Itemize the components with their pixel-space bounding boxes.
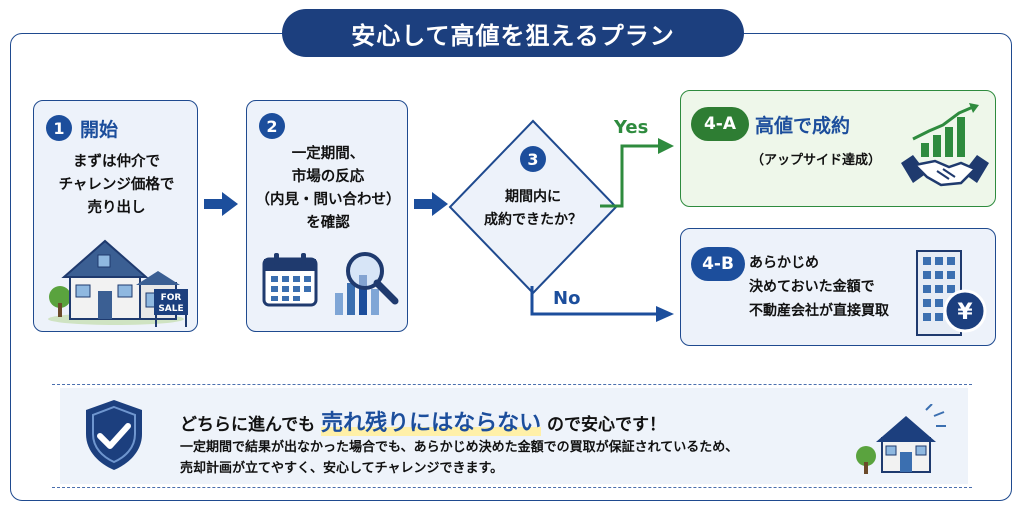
calendar-icon: [262, 253, 318, 307]
outcome-b-line: あらかじめ: [749, 255, 819, 271]
message-lead-post: ので安心です！: [547, 415, 667, 435]
for-sale-sign-text: SALE: [158, 304, 183, 314]
step-1-card: 1 開始 まずは仲介で チャレンジ価格で 売り出し FOR SALE: [33, 100, 198, 332]
step-2-line: を確認: [306, 215, 350, 231]
step-2-line: （内見・問い合わせ）: [255, 192, 401, 208]
no-label: No: [553, 288, 581, 309]
outcome-b-text: あらかじめ 決めておいた金額で 不動産会社が直接買取: [749, 251, 889, 323]
yes-label: Yes: [614, 117, 649, 138]
outcome-b-badge: 4-B: [691, 247, 745, 281]
outcome-b-line: 不動産会社が直接買取: [749, 303, 889, 319]
step-3-number: 3: [520, 146, 546, 172]
message-highlight: 売れ残りにはならない: [321, 411, 542, 436]
step-3-line: 期間内に: [505, 189, 561, 205]
step-2-number: 2: [259, 113, 285, 139]
outcome-b-line: 決めておいた金額で: [749, 279, 875, 295]
yen-symbol: ¥: [957, 300, 973, 325]
message-headline: どちらに進んでも 売れ残りにはならない ので安心です！: [180, 405, 666, 437]
house-tree-icon: [856, 404, 946, 474]
step-2-card: 2 一定期間、 市場の反応 （内見・問い合わせ） を確認: [246, 100, 408, 332]
message-body: 一定期間で結果が出なかった場合でも、あらかじめ決めた金額での買取が保証されている…: [180, 437, 738, 479]
shield-check-icon: [86, 400, 142, 470]
house-for-sale-icon: FOR SALE: [48, 239, 188, 327]
arrow-right-icon: [414, 192, 448, 216]
outcome-a-title: 高値で成約: [755, 115, 851, 137]
step-3-line: 成約できたか？: [484, 212, 582, 228]
building-yen-icon: ¥: [916, 250, 987, 336]
outcome-a-badge: 4-A: [691, 107, 749, 141]
arrow-right-icon: [204, 192, 238, 216]
message-body-line: 売却計画が立てやすく、安心してチャレンジできます。: [180, 461, 504, 476]
for-sale-sign-text: FOR: [161, 293, 182, 303]
divider-bottom: [52, 487, 972, 488]
handshake-growth-icon: [901, 103, 989, 187]
message-panel: [60, 388, 968, 484]
outcome-b-card: 4-B あらかじめ 決めておいた金額で 不動産会社が直接買取 ¥: [680, 228, 996, 346]
step-3-text: 期間内に 成約できたか？: [470, 186, 596, 232]
outcome-a-sub: （アップサイド達成）: [750, 153, 881, 168]
no-connector: [530, 286, 674, 322]
step-1-title: 開始: [80, 119, 119, 141]
step-1-line: まずは仲介で: [73, 154, 160, 170]
divider-top: [52, 384, 972, 385]
page-title: 安心して高値を狙えるプラン: [282, 9, 744, 57]
step-1-line: チャレンジ価格で: [58, 177, 175, 193]
step-2-text: 一定期間、 市場の反応 （内見・問い合わせ） を確認: [247, 143, 409, 235]
step-1-line: 売り出し: [87, 200, 146, 216]
step-2-line: 市場の反応: [291, 169, 365, 185]
magnifier-chart-icon: [335, 252, 399, 315]
outcome-a-card: 4-A 高値で成約 （アップサイド達成）: [680, 90, 996, 207]
step-1-text: まずは仲介で チャレンジ価格で 売り出し: [34, 151, 199, 220]
yes-connector: [600, 138, 674, 208]
step-2-line: 一定期間、: [291, 146, 365, 162]
step-1-number: 1: [46, 115, 72, 141]
message-lead-pre: どちらに進んでも: [180, 415, 316, 435]
message-body-line: 一定期間で結果が出なかった場合でも、あらかじめ決めた金額での買取が保証されている…: [180, 440, 739, 455]
